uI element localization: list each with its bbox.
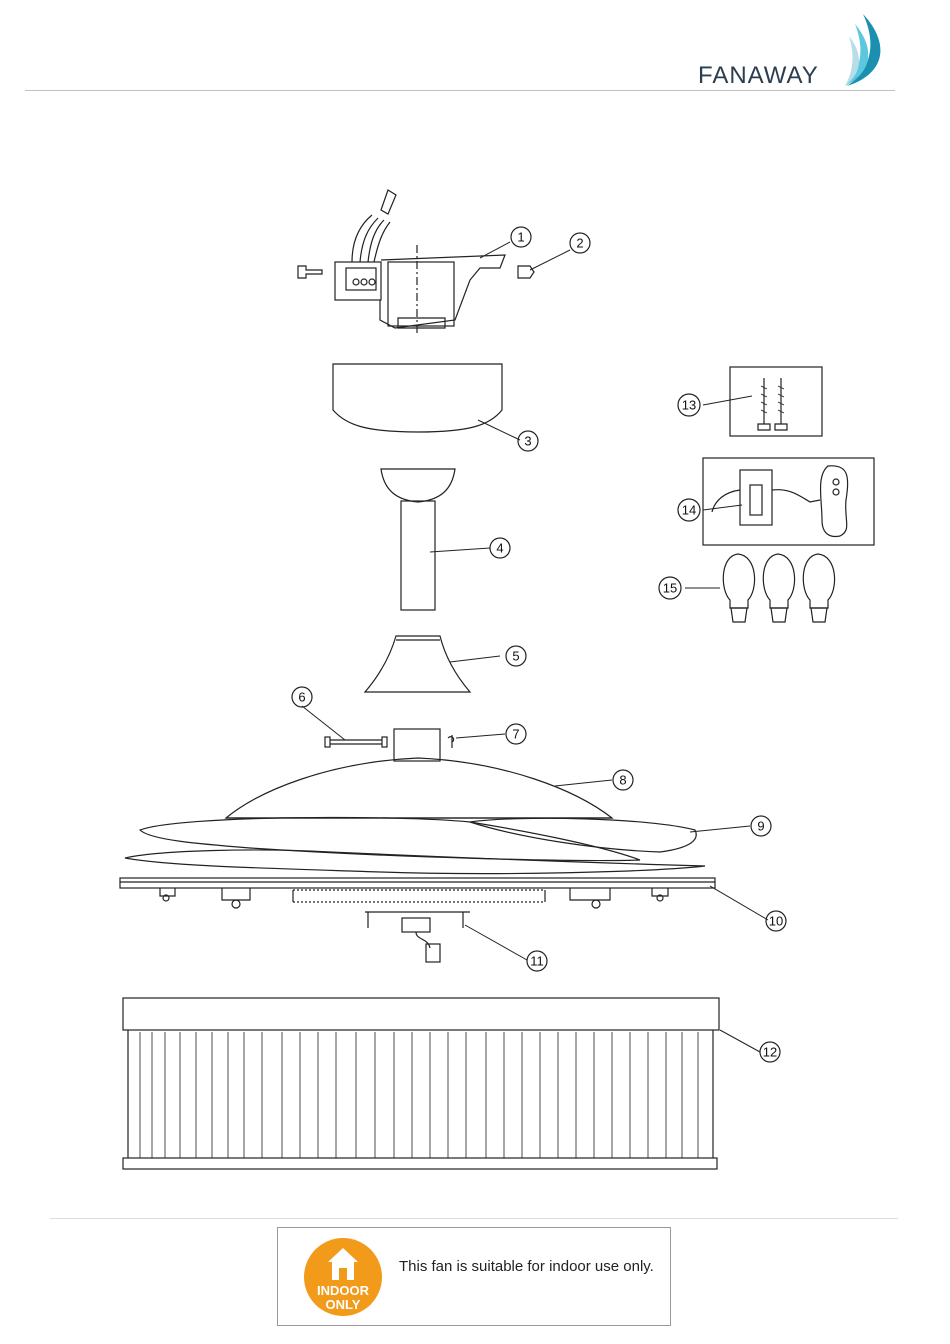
footer-divider	[50, 1218, 898, 1219]
callout-6: 6	[292, 687, 312, 707]
svg-text:11: 11	[530, 954, 544, 969]
callout-1: 1	[511, 227, 531, 247]
part-6-hanger-pin	[325, 737, 387, 747]
callout-markers: 1 2 3 4 5 6 7 8 9 10 11 12 13 14 15	[292, 227, 786, 1062]
part-12-lamp-shade	[123, 998, 719, 1169]
badge-line-1: INDOOR	[304, 1284, 382, 1298]
part-3-canopy	[333, 364, 502, 432]
callout-13: 13	[678, 394, 700, 416]
part-4-downrod	[381, 469, 455, 610]
svg-text:3: 3	[524, 434, 531, 449]
callout-8: 8	[613, 770, 633, 790]
badge-line-2: ONLY	[304, 1298, 382, 1312]
svg-text:14: 14	[682, 503, 696, 518]
svg-text:5: 5	[512, 649, 519, 664]
svg-text:7: 7	[512, 727, 519, 742]
svg-text:12: 12	[763, 1045, 777, 1060]
callout-15: 15	[659, 577, 681, 599]
callout-3: 3	[518, 431, 538, 451]
callout-14: 14	[678, 499, 700, 521]
callout-4: 4	[490, 538, 510, 558]
part-15-light-bulbs	[723, 554, 834, 622]
svg-text:4: 4	[496, 541, 503, 556]
house-icon	[326, 1246, 360, 1282]
callout-10: 10	[766, 911, 786, 931]
callout-12: 12	[760, 1042, 780, 1062]
callout-2: 2	[570, 233, 590, 253]
exploded-parts-diagram: 1 2 3 4 5 6 7 8 9 10 11 12 13 14 15	[0, 0, 950, 1220]
part-14-receiver-remote	[703, 458, 874, 545]
callout-9: 9	[751, 816, 771, 836]
part-11-light-bracket	[365, 912, 470, 962]
part-1-mounting-bracket	[298, 190, 534, 335]
indoor-use-notice: INDOOR ONLY This fan is suitable for ind…	[277, 1227, 671, 1326]
svg-text:15: 15	[663, 581, 677, 596]
svg-text:8: 8	[619, 773, 626, 788]
part-7-retaining-clip	[448, 735, 454, 748]
part-9-blades	[125, 817, 705, 873]
svg-text:1: 1	[517, 230, 524, 245]
indoor-notice-text: This fan is suitable for indoor use only…	[399, 1258, 654, 1275]
indoor-only-badge: INDOOR ONLY	[304, 1238, 382, 1316]
svg-text:10: 10	[769, 914, 783, 929]
part-13-mounting-screws	[730, 367, 822, 436]
part-5-coupling-cover	[365, 636, 470, 692]
svg-text:13: 13	[682, 398, 696, 413]
svg-text:2: 2	[576, 236, 583, 251]
shade-ribs	[140, 1032, 698, 1158]
svg-text:9: 9	[757, 819, 764, 834]
callout-11: 11	[527, 951, 547, 971]
svg-text:6: 6	[298, 690, 305, 705]
part-10-blade-plate	[120, 878, 715, 908]
part-8-motor-housing	[226, 729, 612, 818]
callout-7: 7	[506, 724, 526, 744]
callout-5: 5	[506, 646, 526, 666]
